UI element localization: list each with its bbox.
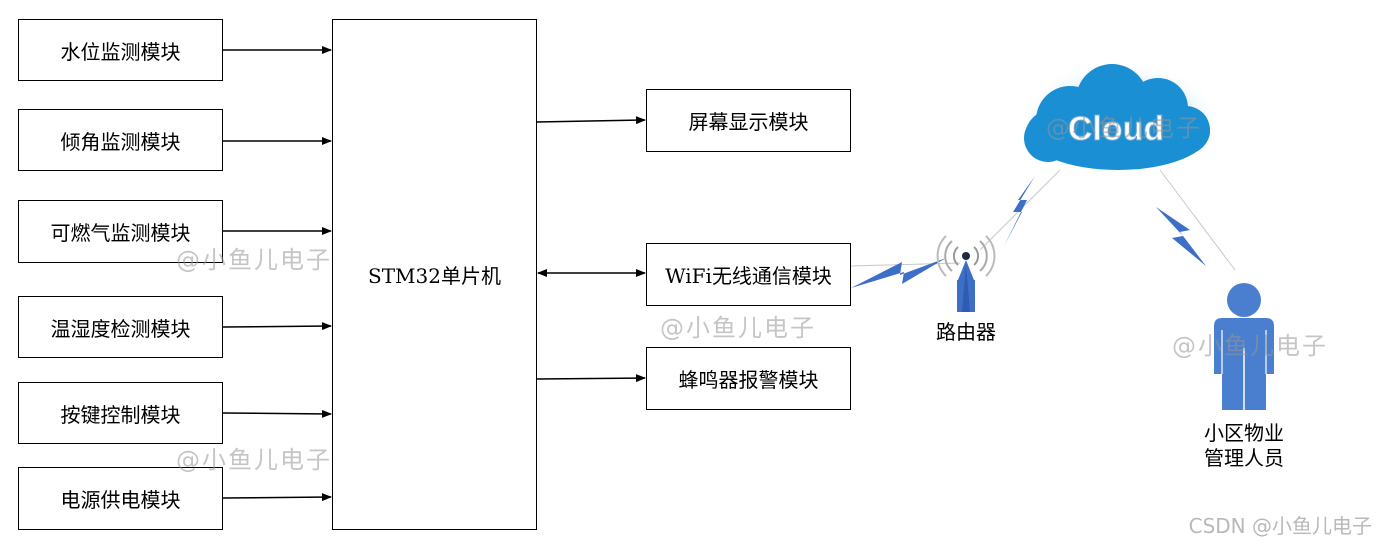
module-temp-humidity: 温湿度检测模块 [18,296,223,358]
arrow-power [222,493,332,502]
module-label: 可燃气监测模块 [50,221,191,245]
module-label: 电源供电模块 [60,488,181,512]
module-label: 蜂鸣器报警模块 [678,368,819,392]
router-antenna-icon [936,235,996,312]
lightning-bolt-icon [1156,207,1206,266]
watermark: @小鱼儿电子 [1172,332,1328,360]
person-icon [1214,283,1274,410]
cloud-label: Cloud [1068,110,1164,148]
footer-credit: CSDN @小鱼儿电子 [1188,514,1372,538]
mcu-block: STM32单片机 [332,19,537,530]
module-wifi: WiFi无线通信模块 [646,243,851,306]
module-label: WiFi无线通信模块 [665,264,832,288]
module-tilt: 倾角监测模块 [18,109,223,171]
module-label: 水位监测模块 [60,39,181,64]
lightning-bolt-icon [851,258,946,288]
mcu-label: STM32单片机 [368,264,501,288]
module-water-level: 水位监测模块 [18,19,223,81]
watermark: @小鱼儿电子 [1046,114,1202,142]
person-label-line1: 小区物业 [1204,421,1284,445]
module-gas: 可燃气监测模块 [18,200,223,263]
module-display: 屏幕显示模块 [646,89,851,152]
person-label-line2: 管理人员 [1204,446,1284,470]
cloud-icon: Cloud [1018,62,1222,176]
module-buzzer: 蜂鸣器报警模块 [646,347,851,410]
lightning-bolt-icon [1004,176,1035,246]
module-power: 电源供电模块 [18,467,223,530]
watermark: @小鱼儿电子 [176,446,332,474]
module-label: 温湿度检测模块 [50,316,191,341]
arrow-display [536,116,646,125]
wifi-router-link [850,262,961,267]
watermark: @小鱼儿电子 [660,314,816,342]
arrow-buzzer [536,374,646,383]
arrow-temp-humidity [222,322,332,331]
watermark: @小鱼儿电子 [176,246,332,274]
arrow-keys [222,409,332,418]
module-label: 屏幕显示模块 [688,110,809,134]
module-label: 按键控制模块 [60,402,181,427]
module-label: 倾角监测模块 [60,129,181,154]
module-keys: 按键控制模块 [18,382,223,444]
router-label: 路由器 [936,320,996,344]
cloud-person-link [1159,169,1236,271]
